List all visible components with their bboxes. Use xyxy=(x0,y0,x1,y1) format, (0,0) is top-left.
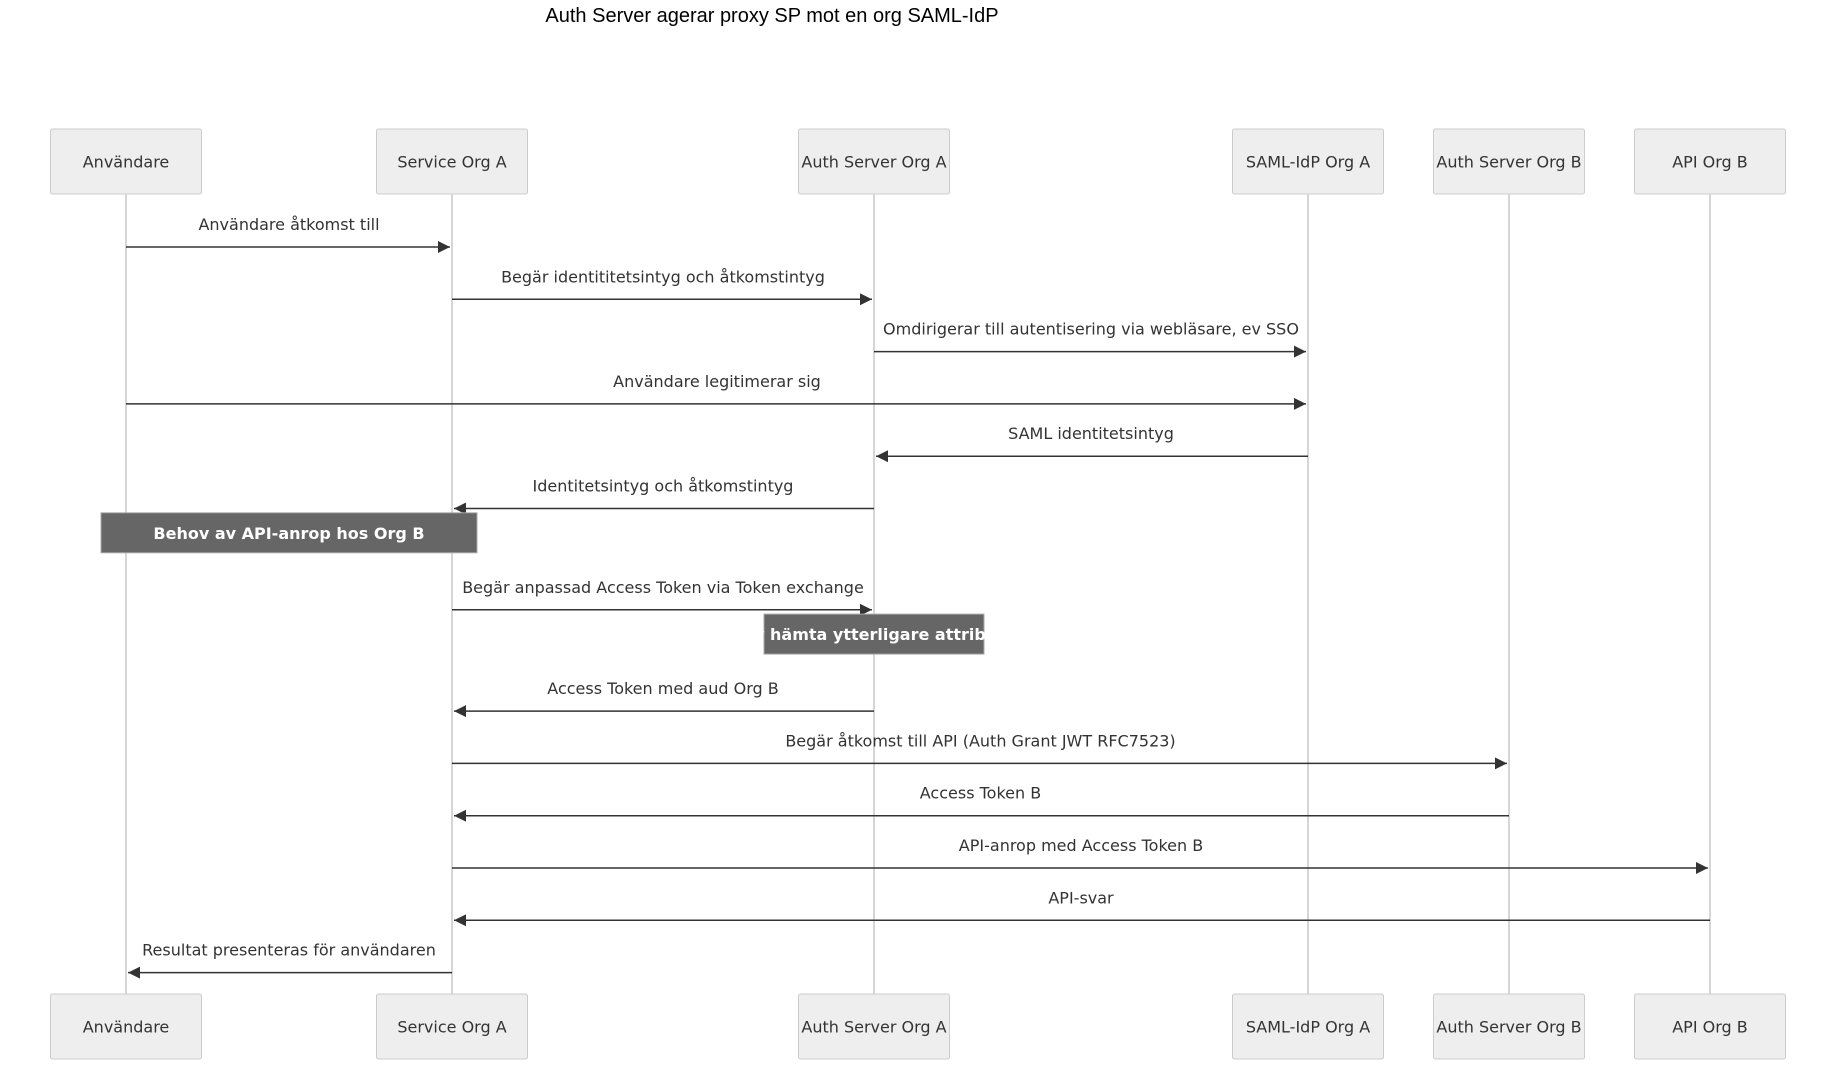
message-1: Begär identititetsintyg och åtkomstintyg xyxy=(452,267,872,306)
actor-bottom-apiB: API Org B xyxy=(1634,993,1786,1060)
actor-bottom-svcA: Service Org A xyxy=(376,993,528,1060)
lifelines xyxy=(125,194,1711,994)
note-box xyxy=(763,613,985,655)
actor-label: API Org B xyxy=(1672,153,1748,172)
notes: Behov av API-anrop hos Org B Ev hämta ytt… xyxy=(100,512,1005,655)
message-7: Begär anpassad Access Token via Token ex… xyxy=(452,578,872,616)
message-label: Begär åtkomst till API (Auth Grant JWT R… xyxy=(785,731,1175,750)
actor-box xyxy=(798,993,950,1060)
actor-label: Service Org A xyxy=(397,153,506,172)
message-label: Access Token B xyxy=(920,784,1041,803)
message-label: Användare åtkomst till xyxy=(198,215,379,234)
actor-label: SAML-IdP Org A xyxy=(1246,153,1370,172)
actor-box xyxy=(1232,993,1384,1060)
message-label: API-svar xyxy=(1048,888,1114,907)
message-0: Användare åtkomst till xyxy=(126,215,450,253)
actor-label: Användare xyxy=(83,1018,170,1037)
message-3: Användare legitimerar sig xyxy=(126,372,1306,410)
note-box xyxy=(100,512,478,554)
actor-top-user: Användare xyxy=(50,128,202,195)
actor-label: Auth Server Org A xyxy=(801,1018,946,1037)
actor-bottom-asB: Auth Server Org B xyxy=(1433,993,1585,1060)
note-label: Behov av API-anrop hos Org B xyxy=(153,524,424,543)
actors-top: Användare Service Org A Auth Server Org A S… xyxy=(50,128,1786,195)
actor-label: Service Org A xyxy=(397,1018,506,1037)
message-label: Användare legitimerar sig xyxy=(613,372,821,391)
actor-label: SAML-IdP Org A xyxy=(1246,1018,1370,1037)
message-13: API-svar xyxy=(454,888,1710,927)
message-9: Access Token med aud Org B xyxy=(454,679,874,718)
actor-box xyxy=(376,993,528,1060)
message-label: Begär identititetsintyg och åtkomstintyg xyxy=(501,267,825,286)
actor-box xyxy=(376,128,528,195)
actor-top-svcA: Service Org A xyxy=(376,128,528,195)
message-label: API-anrop med Access Token B xyxy=(959,836,1203,855)
actor-box xyxy=(1634,993,1786,1060)
actor-top-asA: Auth Server Org A xyxy=(798,128,950,195)
message-label: Access Token med aud Org B xyxy=(547,679,778,698)
actor-label: API Org B xyxy=(1672,1018,1748,1037)
message-4: SAML identitetsintyg xyxy=(876,424,1308,463)
message-14: Resultat presenteras för användaren xyxy=(128,941,452,979)
actor-box xyxy=(1433,128,1585,195)
actor-label: Auth Server Org B xyxy=(1436,1018,1581,1037)
note-8: Ev hämta ytterligare attribut xyxy=(743,613,1005,655)
note-6: Behov av API-anrop hos Org B xyxy=(100,512,478,554)
message-label: Begär anpassad Access Token via Token ex… xyxy=(462,578,864,597)
diagram-title: Auth Server agerar proxy SP mot en org S… xyxy=(545,5,998,27)
message-11: Access Token B xyxy=(454,784,1509,822)
message-2: Omdirigerar till autentisering via weblä… xyxy=(874,320,1306,358)
message-10: Begär åtkomst till API (Auth Grant JWT R… xyxy=(452,731,1507,770)
message-label: Resultat presenteras för användaren xyxy=(142,941,436,960)
message-label: Identitetsintyg och åtkomstintyg xyxy=(533,477,794,496)
actor-top-idpA: SAML-IdP Org A xyxy=(1232,128,1384,195)
actor-box xyxy=(50,993,202,1060)
actor-bottom-idpA: SAML-IdP Org A xyxy=(1232,993,1384,1060)
message-label: SAML identitetsintyg xyxy=(1008,424,1174,443)
actor-box xyxy=(1634,128,1786,195)
message-12: API-anrop med Access Token B xyxy=(452,836,1708,874)
actor-bottom-user: Användare xyxy=(50,993,202,1060)
actor-top-asB: Auth Server Org B xyxy=(1433,128,1585,195)
actor-box xyxy=(798,128,950,195)
actors-bottom: Användare Service Org A Auth Server Org A S… xyxy=(50,993,1786,1060)
actor-top-apiB: API Org B xyxy=(1634,128,1786,195)
message-5: Identitetsintyg och åtkomstintyg xyxy=(454,477,874,515)
actor-box xyxy=(1232,128,1384,195)
actor-box xyxy=(50,128,202,195)
message-label: Omdirigerar till autentisering via weblä… xyxy=(883,320,1299,339)
note-label: Ev hämta ytterligare attribut xyxy=(743,625,1005,644)
actor-bottom-asA: Auth Server Org A xyxy=(798,993,950,1060)
actor-label: Auth Server Org A xyxy=(801,153,946,172)
actor-label: Användare xyxy=(83,153,170,172)
actor-label: Auth Server Org B xyxy=(1436,153,1581,172)
actor-box xyxy=(1433,993,1585,1060)
